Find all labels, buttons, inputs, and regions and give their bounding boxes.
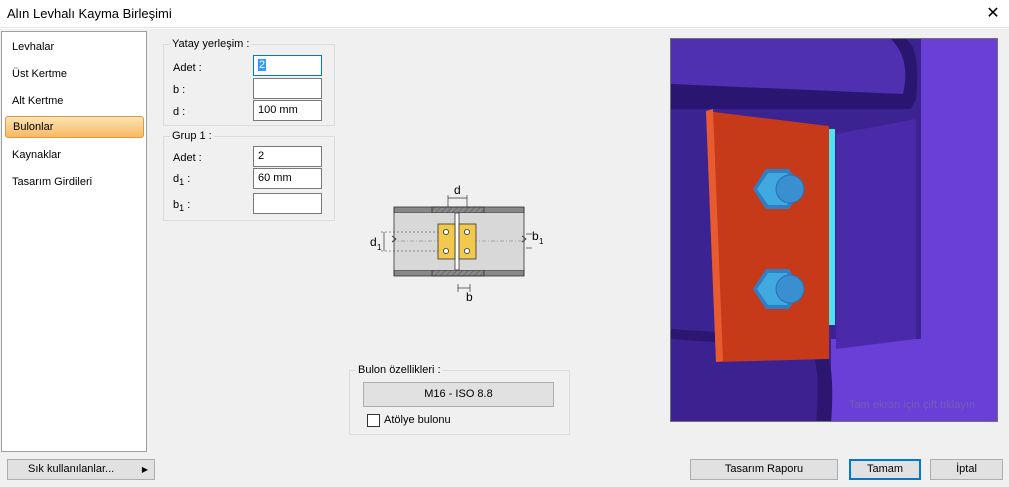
- diagram-label-b1-sub: 1: [539, 237, 544, 246]
- connection-3d-render: [671, 39, 997, 421]
- bolt-layout-diagram: d d 1 b 1 b: [370, 184, 544, 304]
- sidebar-item-tasarim-girdileri[interactable]: Tasarım Girdileri: [12, 176, 93, 188]
- preview-caption: Tam ekran için çift tıklayın: [849, 399, 975, 411]
- iptal-button[interactable]: İptal: [930, 459, 1003, 480]
- atolye-bulonu-label: Atölye bulonu: [384, 414, 451, 426]
- grup-1-legend: Grup 1 :: [170, 130, 214, 142]
- b1-label: b1 :: [173, 199, 191, 214]
- grup-adet-label: Adet :: [173, 152, 202, 164]
- tasarim-raporu-button[interactable]: Tasarım Raporu: [690, 459, 838, 480]
- d-label: d :: [173, 106, 186, 118]
- adet-label: Adet :: [173, 62, 202, 74]
- favorites-button[interactable]: Sık kullanılanlar... ▶: [7, 459, 155, 480]
- grup-adet-input[interactable]: 2: [253, 146, 322, 167]
- sidebar-item-bulonlar[interactable]: Bulonlar: [5, 116, 144, 138]
- diagram-label-d1-sub: 1: [377, 243, 382, 252]
- diagram-label-d: d: [454, 184, 461, 197]
- title-bar: Alın Levhalı Kayma Birleşimi ✕: [0, 0, 1009, 28]
- d-input[interactable]: 100 mm: [253, 100, 322, 121]
- sidebar: Levhalar Üst Kertme Alt Kertme Bulonlar …: [1, 31, 147, 452]
- d1-label: d1 :: [173, 173, 191, 188]
- grup-1-group: Grup 1 : Adet : 2 d1 : 60 mm b1 :: [163, 130, 335, 221]
- diagram-label-b1: b: [532, 229, 539, 243]
- bolt-top: [753, 169, 805, 209]
- bottom-bar: Sık kullanılanlar... ▶ Tasarım Raporu Ta…: [0, 453, 1009, 487]
- window-title: Alın Levhalı Kayma Birleşimi: [7, 6, 172, 21]
- diagram-label-d1: d: [370, 235, 377, 249]
- sidebar-item-levhalar[interactable]: Levhalar: [12, 41, 55, 53]
- b1-input[interactable]: [253, 193, 322, 214]
- bolt-bottom: [753, 269, 805, 309]
- sidebar-item-kaynaklar[interactable]: Kaynaklar: [12, 149, 61, 161]
- d1-input[interactable]: 60 mm: [253, 168, 322, 189]
- yatay-yerlesim-legend: Yatay yerleşim :: [170, 38, 252, 50]
- chevron-right-icon: ▶: [141, 465, 148, 474]
- close-icon[interactable]: ✕: [986, 5, 1000, 22]
- sidebar-item-ust-kertme[interactable]: Üst Kertme: [12, 68, 68, 80]
- b-input[interactable]: [253, 78, 322, 99]
- sidebar-item-alt-kertme[interactable]: Alt Kertme: [12, 95, 64, 107]
- tamam-button[interactable]: Tamam: [849, 459, 921, 480]
- b-label: b :: [173, 84, 186, 96]
- bolt-spec-button[interactable]: M16 - ISO 8.8: [363, 382, 554, 407]
- adet-input[interactable]: 2: [253, 55, 322, 76]
- diagram-label-b: b: [466, 290, 473, 304]
- bulon-ozellikleri-group: Bulon özellikleri : M16 - ISO 8.8 Atölye…: [349, 364, 570, 435]
- dialog-body: Levhalar Üst Kertme Alt Kertme Bulonlar …: [0, 29, 1009, 487]
- atolye-bulonu-checkbox[interactable]: [367, 414, 380, 427]
- bulon-ozellikleri-legend: Bulon özellikleri :: [356, 364, 443, 376]
- 3d-preview[interactable]: Tam ekran için çift tıklayın: [670, 38, 998, 422]
- yatay-yerlesim-group: Yatay yerleşim : Adet : 2 b : d : 100 mm: [163, 38, 335, 126]
